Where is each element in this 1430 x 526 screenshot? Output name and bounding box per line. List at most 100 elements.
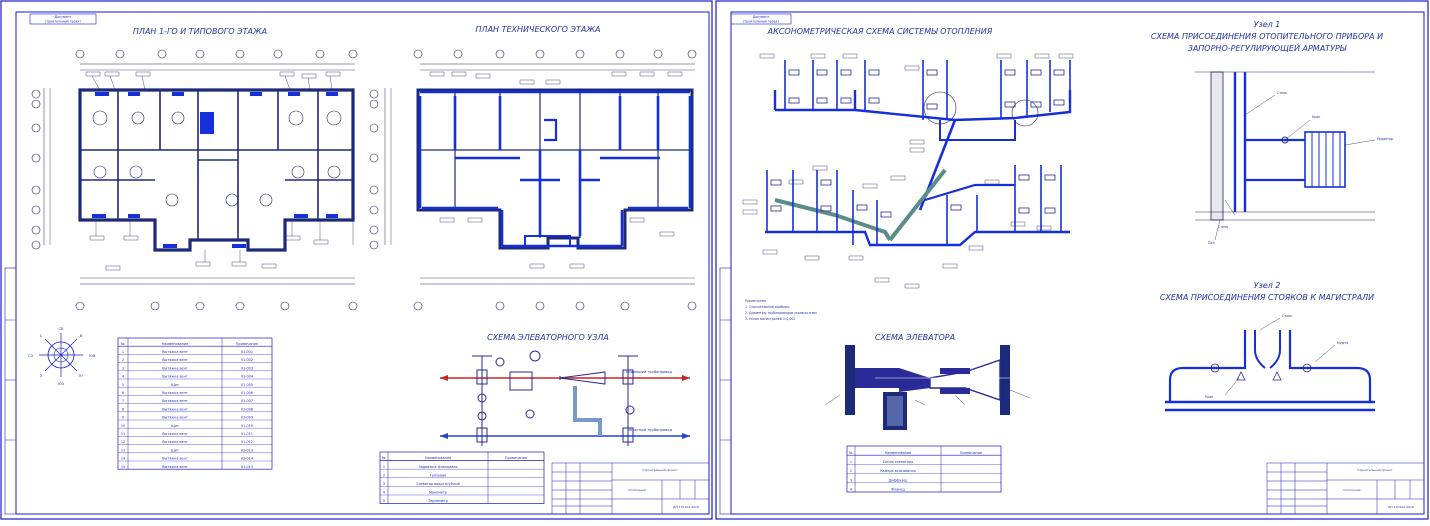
table-cell: 13	[121, 448, 125, 452]
node2-label-valve: Кран	[1205, 395, 1213, 399]
elevator-unit-scheme: подающий трубопровод обратный трубопрово…	[440, 350, 690, 446]
table-cell: 3	[383, 482, 385, 486]
sheet-inner-frame	[730, 11, 1425, 515]
table-header-cell: №	[849, 451, 853, 455]
table-cell: Вытяжка вент	[162, 366, 188, 370]
node1-title: Узел 1	[1254, 20, 1281, 29]
node1-detail	[1195, 71, 1376, 241]
corner-stamp	[730, 13, 792, 25]
table-cell: 4	[850, 488, 852, 492]
table-cell: Камера всасывания	[880, 469, 915, 473]
drawing-sheet-right: Документ строительный проект АКСОНОМЕТРИ…	[715, 0, 1430, 522]
table-cell: Сопло элеватора	[883, 460, 913, 464]
table-cell: 01-012	[241, 440, 253, 444]
table-cell: Вытяжка вент	[162, 457, 188, 461]
supply-arrow-out	[682, 375, 690, 381]
table-cell: Щит	[171, 424, 179, 428]
table-cell: 01-001	[241, 350, 253, 354]
table-cell: 2	[383, 473, 385, 477]
sheet-outer-frame	[715, 0, 1429, 520]
table-header-cell: Наименование	[425, 456, 451, 460]
node2-title: Узел 2	[1254, 281, 1281, 290]
compass-e: ЮВ	[89, 354, 96, 358]
table-cell: 01-006	[241, 391, 253, 395]
elevator-title: СХЕМА ЭЛЕВАТОРА	[875, 333, 955, 342]
table-cell: 01-008	[241, 407, 253, 411]
axon-note-title: Примечания	[745, 299, 766, 303]
return-label: обратный трубопровод	[628, 428, 673, 432]
compass-w: СЗ	[28, 354, 34, 358]
title-block-sheet: Отопление	[628, 488, 646, 492]
table-cell: Манометр	[429, 491, 447, 495]
table-cell: 01-005	[241, 383, 253, 387]
table-cell: Щит	[171, 448, 179, 452]
table-cell: 11	[121, 432, 125, 436]
table-cell: 10	[121, 424, 125, 428]
table-cell: 01-007	[241, 399, 253, 403]
side-stamp	[4, 267, 17, 515]
corner-stamp-line2: строительный проект	[45, 20, 82, 24]
corner-stamp-line1: Документ	[55, 15, 72, 19]
node1-label-valve: Кран	[1312, 115, 1320, 119]
node2-detail	[1165, 317, 1375, 412]
table-cell: Вытяжка вент	[162, 416, 188, 420]
compass-se: Ю	[79, 374, 83, 378]
table-cell: Диффузор	[889, 478, 908, 482]
return-arrow-in	[682, 433, 690, 439]
table-cell: Вытяжка вент	[162, 407, 188, 411]
title-block-sheet: Отопление	[1343, 488, 1361, 492]
axonometric-scheme	[742, 53, 1074, 289]
table-header-cell: №	[382, 456, 386, 460]
compass-rose	[39, 333, 83, 377]
node2-label-fitting: Муфта	[1337, 341, 1348, 345]
node1-subtitle-line2: ЗАПОРНО-РЕГУЛИРУЮЩЕЙ АРМАТУРЫ	[1188, 42, 1347, 53]
technical-plan	[369, 49, 697, 311]
node1-label-wall: Стена	[1218, 225, 1228, 229]
node1-label-radiator: Радиатор	[1377, 137, 1393, 141]
corner-stamp-line1: Документ	[753, 15, 770, 19]
node1-subtitle-line1: СХЕМА ПРИСОЕДИНЕНИЯ ОТОПИТЕЛЬНОГО ПРИБОР…	[1151, 32, 1383, 41]
title-block-code: ДП 270102-2016	[673, 505, 699, 509]
corner-stamp	[29, 13, 97, 25]
floor-plan	[31, 49, 358, 311]
table-cell: Вытяжка вент	[162, 432, 188, 436]
axon-note-1: 1. Отопительные приборы	[745, 305, 790, 309]
node2-subtitle: СХЕМА ПРИСОЕДИНЕНИЯ СТОЯКОВ К МАГИСТРАЛИ	[1160, 293, 1374, 302]
table-header-cell: Наименование	[162, 342, 188, 346]
elevator-drawing	[824, 345, 1031, 430]
plan-floor-title: ПЛАН 1-ГО И ТИПОВОГО ЭТАЖА	[133, 27, 267, 36]
table-cell: 3	[850, 478, 852, 482]
table-cell: 15	[121, 465, 125, 469]
compass-sw: З	[40, 374, 43, 378]
compass-n: СВ	[59, 327, 65, 331]
table-cell: Грязевик	[430, 473, 446, 477]
side-stamp	[719, 267, 732, 515]
table-cell: 01-013	[241, 448, 253, 452]
table-cell: 4	[383, 491, 385, 495]
axon-note-2: 2. Диаметры трубопроводов указаны в мм	[745, 311, 817, 315]
table-cell: 01-009	[241, 416, 253, 420]
supply-label: подающий трубопровод	[626, 370, 673, 374]
compass-ne: В	[80, 334, 83, 338]
corner-stamp-line2: строительный проект	[743, 20, 780, 24]
return-arrow-out	[440, 433, 448, 439]
table-cell: 01-015	[241, 465, 253, 469]
table-cell: Вытяжка вент	[162, 440, 188, 444]
table-cell: 1	[850, 460, 852, 464]
table-cell: Элеватор водоструйный	[416, 482, 460, 486]
table-cell: 14	[121, 457, 125, 461]
table-cell: 4	[122, 375, 124, 379]
table-cell: 2	[122, 358, 124, 362]
right-sheet-canvas: Документ строительный проект АКСОНОМЕТРИ…	[715, 0, 1429, 520]
table-cell: Вытяжка вент	[162, 399, 188, 403]
table-cell: Вытяжка вент	[162, 350, 188, 354]
title-block-code: ДП 270102-2016	[1388, 505, 1414, 509]
table-cell: 01-004	[241, 375, 253, 379]
title-block-right	[1266, 462, 1425, 515]
table-cell: 1	[122, 350, 124, 354]
table-header-cell: Примечание	[960, 451, 982, 455]
table-cell: 6	[122, 391, 124, 395]
table-cell: 5	[122, 383, 124, 387]
